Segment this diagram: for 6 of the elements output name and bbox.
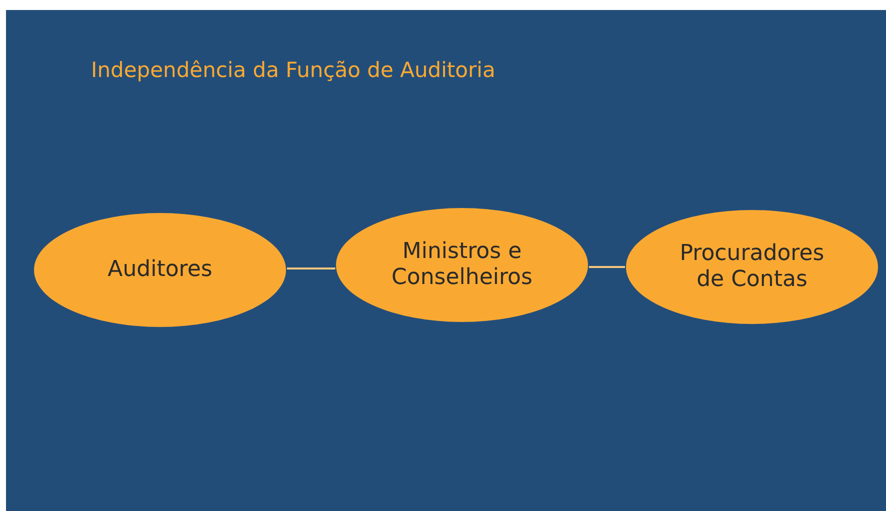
node-label: Ministros e Conselheiros	[390, 238, 534, 292]
node-label: Auditores	[108, 256, 212, 284]
title: Independência da Função de Auditoria	[91, 58, 496, 82]
connector-line	[286, 268, 336, 270]
connector-line	[588, 266, 625, 268]
node-label: Procuradores de Contas	[678, 240, 826, 294]
